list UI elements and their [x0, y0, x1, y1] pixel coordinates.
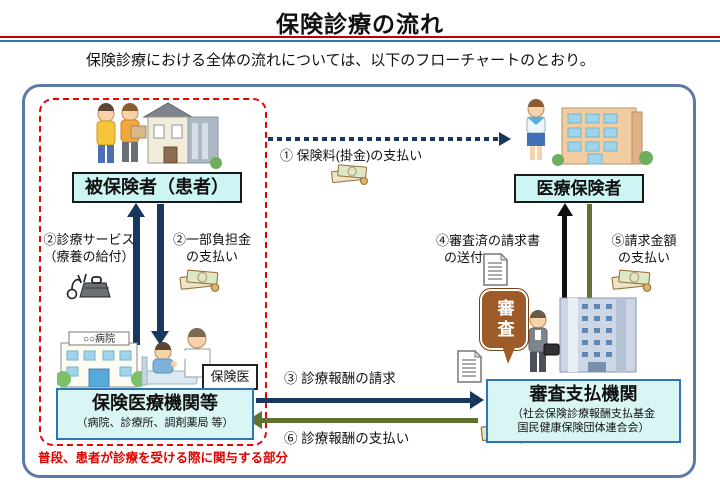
patient-involvement-note: 普段、患者が診療を受ける際に関与する部分 [38, 451, 289, 465]
flow5-line1: ⑤請求金額 [611, 233, 677, 248]
service-up-arrow-head [127, 203, 145, 217]
document-icon [457, 350, 482, 383]
patient-involvement-dashed-box [39, 98, 267, 446]
institution-label: 保険医療機関等 [92, 393, 218, 413]
premium-payment-dotted-arrow [268, 137, 500, 141]
page-title: 保険診療の流れ [276, 11, 444, 37]
insurance-doctor-label: 保険医 [210, 369, 250, 384]
document-icon [483, 253, 508, 286]
hospital-sign-text: ○○病院 [83, 332, 115, 345]
flow5-label: ⑤請求金額 の支払い [601, 232, 687, 266]
flow2-copay-label: ②一部負担金 の支払い [163, 231, 261, 265]
institution-entity-box: 保険医療機関等 （病院、診療所、調剤薬局 等） [56, 388, 254, 440]
hospital-scene-illustration: ○○病院 [57, 328, 211, 388]
agency-entity-box: 審査支払機関 （社会保険診療報酬支払基金 国民健康保険団体連合会） [486, 379, 681, 443]
institution-sub-label: （病院、診療所、調剤薬局 等） [76, 417, 234, 429]
insurer-entity-box: 医療保険者 [514, 174, 644, 203]
money-icon [611, 269, 652, 292]
flow4-line1: ④審査済の請求書 [436, 233, 541, 248]
agency-sub-label-2: 国民健康保険団体連合会） [517, 422, 650, 434]
flow5-line2: の支払い [617, 250, 670, 265]
flow2-service-label: ②診療サービス （療養の給付） [38, 231, 140, 265]
agency-sub-label-1: （社会保険診療報酬支払基金 [512, 408, 655, 420]
subtitle: 保険診療における全体の流れについては、以下のフローチャートのとおり。 [86, 52, 595, 69]
insurance-doctor-tag: 保険医 [202, 364, 258, 390]
flow6-label: ⑥ 診療報酬の支払い [284, 431, 410, 446]
premium-arrow-head [499, 132, 511, 146]
family-house-illustration [96, 102, 222, 169]
review-badge: 審査 [482, 291, 526, 348]
invoice-up-arrow [562, 215, 567, 321]
money-icon [179, 269, 220, 292]
claim-right-arrow [256, 398, 472, 403]
agency-building-illustration [528, 297, 637, 373]
money-icon [331, 164, 368, 185]
insured-entity-box: 被保険者（患者） [72, 172, 242, 203]
service-up-arrow [133, 216, 140, 345]
claim-right-arrow-head [470, 391, 484, 409]
amount-payment-down-arrow [587, 204, 592, 309]
flow3-label: ③ 診療報酬の請求 [284, 371, 396, 386]
flow4-label: ④審査済の請求書 の送付 [436, 232, 558, 266]
title-rule-blue [0, 40, 720, 42]
doctor-bag-icon [66, 273, 111, 300]
flow2-service-line2: （療養の給付） [43, 249, 135, 264]
flow2-copay-line2: の支払い [185, 249, 238, 264]
insurer-building-illustration [526, 99, 653, 166]
insurer-label: 医療保険者 [536, 179, 622, 198]
payment-left-arrow [262, 418, 478, 423]
insured-label: 被保険者（患者） [85, 177, 229, 197]
flow2-copay-line1: ②一部負担金 [172, 232, 251, 247]
title-rule-red [0, 36, 720, 38]
copay-down-arrow-head [151, 331, 169, 345]
review-badge-text: 審査 [494, 298, 514, 341]
flow4-line2: の送付 [444, 250, 484, 265]
copay-down-arrow [157, 204, 164, 332]
agency-label: 審査支払機関 [529, 384, 638, 404]
invoice-up-arrow-head [557, 203, 573, 216]
flow1-label: ① 保険料(掛金)の支払い [280, 148, 423, 163]
flow2-service-line1: ②診療サービス [43, 232, 135, 247]
